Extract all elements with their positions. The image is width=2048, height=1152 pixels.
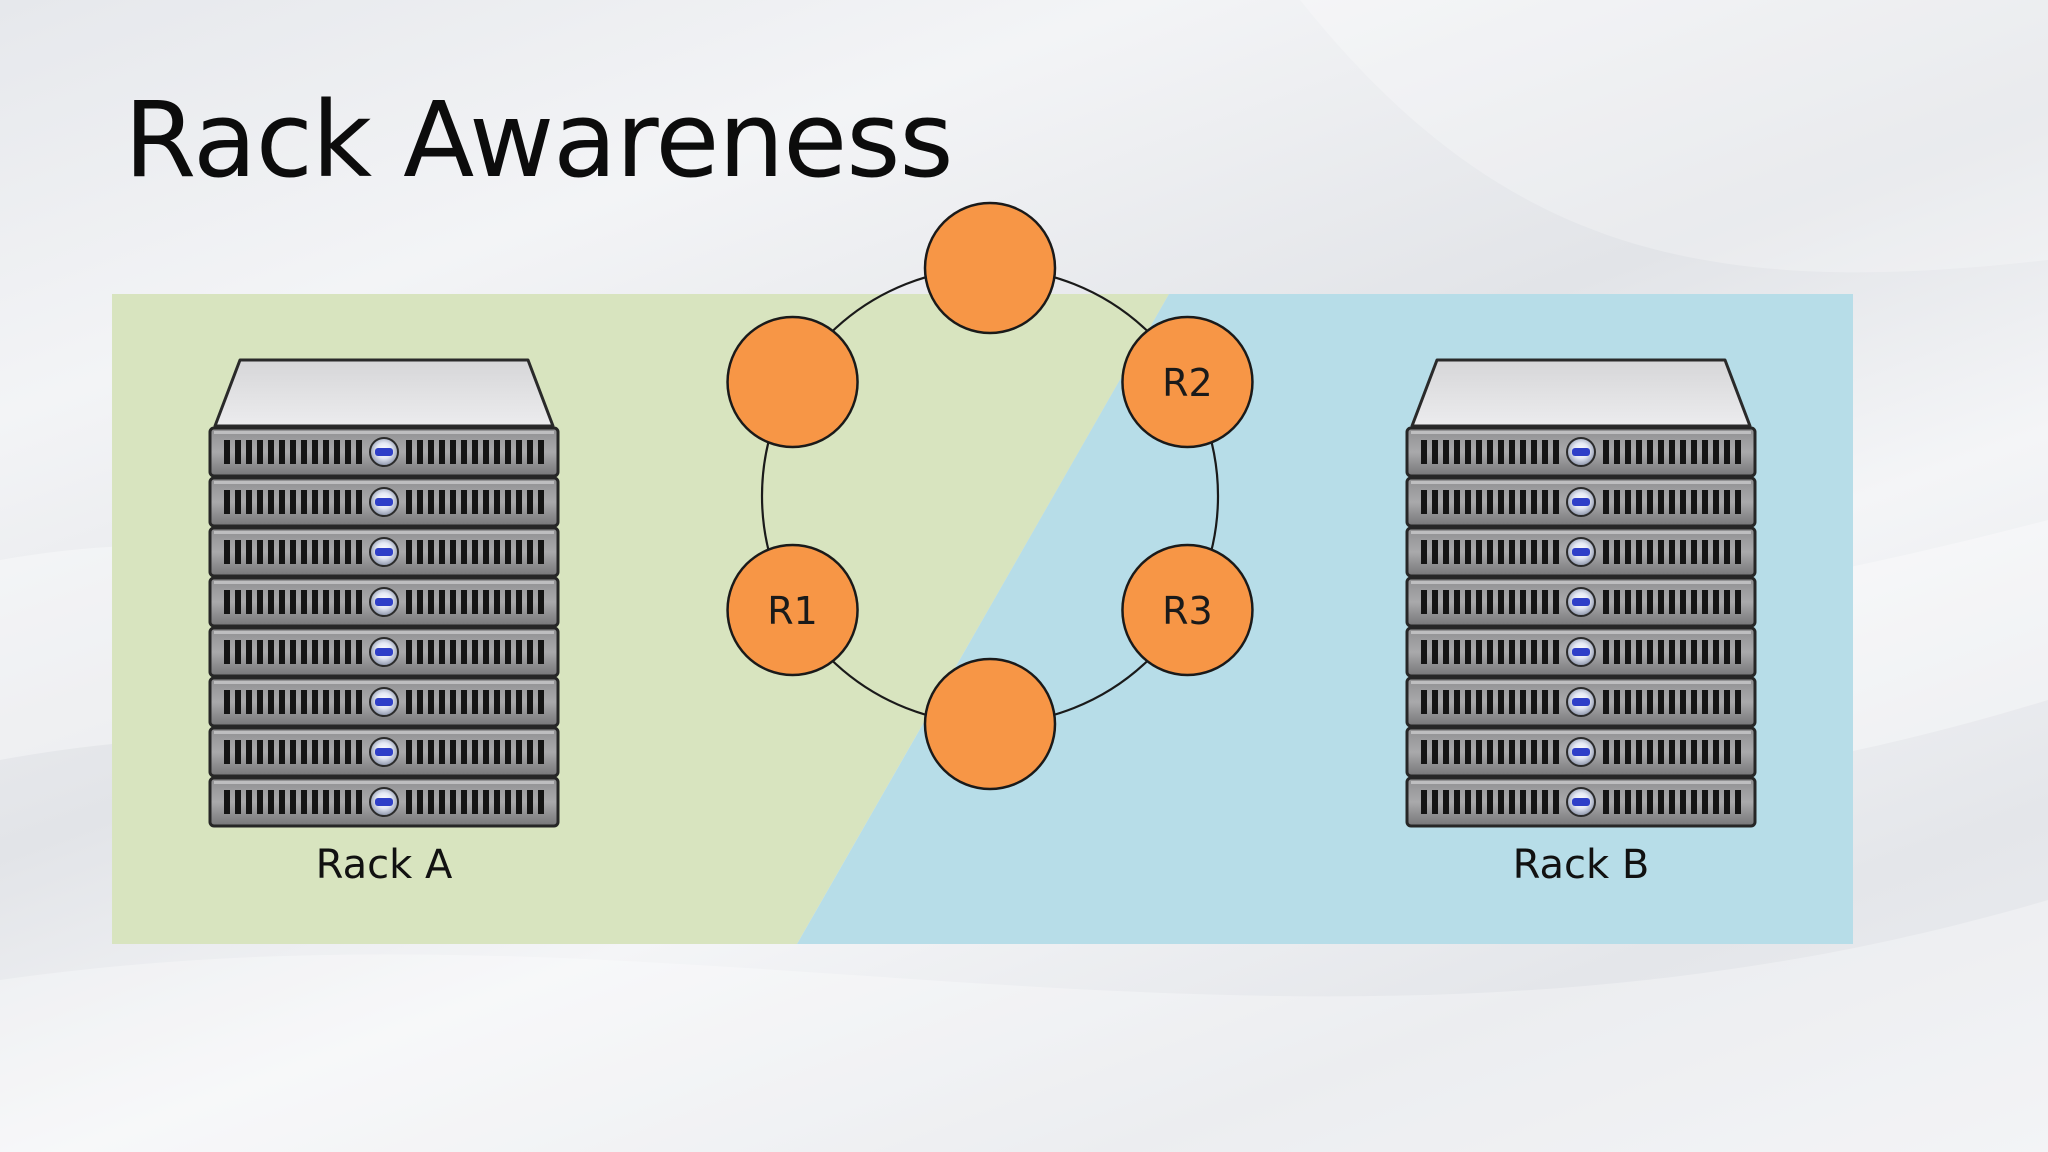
- ring-node-circle: [1121, 543, 1254, 677]
- ring-node-label: R3: [1162, 589, 1213, 633]
- ring-node-3: R3: [1121, 543, 1254, 677]
- ring-node-6: [726, 315, 859, 449]
- ring-node-label: R1: [767, 589, 818, 633]
- ring-node-5: R1: [726, 543, 859, 677]
- server-unit: [208, 626, 560, 678]
- ring-node-circle: [726, 315, 859, 449]
- rack-a: [208, 358, 560, 828]
- server-unit: [208, 576, 560, 628]
- server-unit: [208, 676, 560, 728]
- server-unit: [1405, 426, 1757, 478]
- server-unit: [1405, 526, 1757, 578]
- rack-top: [213, 358, 555, 428]
- rack-b: [1405, 358, 1757, 828]
- server-unit: [1405, 726, 1757, 778]
- rack-a-label: Rack A: [316, 842, 453, 888]
- ring-node-circle: [1121, 315, 1254, 449]
- server-unit: [1405, 676, 1757, 728]
- ring-node-circle: [726, 543, 859, 677]
- server-unit: [208, 776, 560, 828]
- rack-top: [1410, 358, 1752, 428]
- server-unit: [208, 526, 560, 578]
- ring-node-2: R2: [1121, 315, 1254, 449]
- ring-node-circle: [923, 657, 1057, 791]
- rack-b-label: Rack B: [1513, 842, 1650, 888]
- ring-node-circle: [923, 201, 1057, 335]
- server-unit: [208, 476, 560, 528]
- ring-node-4: [923, 657, 1057, 791]
- server-unit: [1405, 776, 1757, 828]
- ring-node-label: R2: [1162, 361, 1213, 405]
- ring-node-1: [923, 201, 1057, 335]
- server-unit: [1405, 626, 1757, 678]
- server-unit: [1405, 576, 1757, 628]
- slide-title: Rack Awareness: [124, 79, 954, 201]
- server-unit: [208, 726, 560, 778]
- server-unit: [1405, 476, 1757, 528]
- server-unit: [208, 426, 560, 478]
